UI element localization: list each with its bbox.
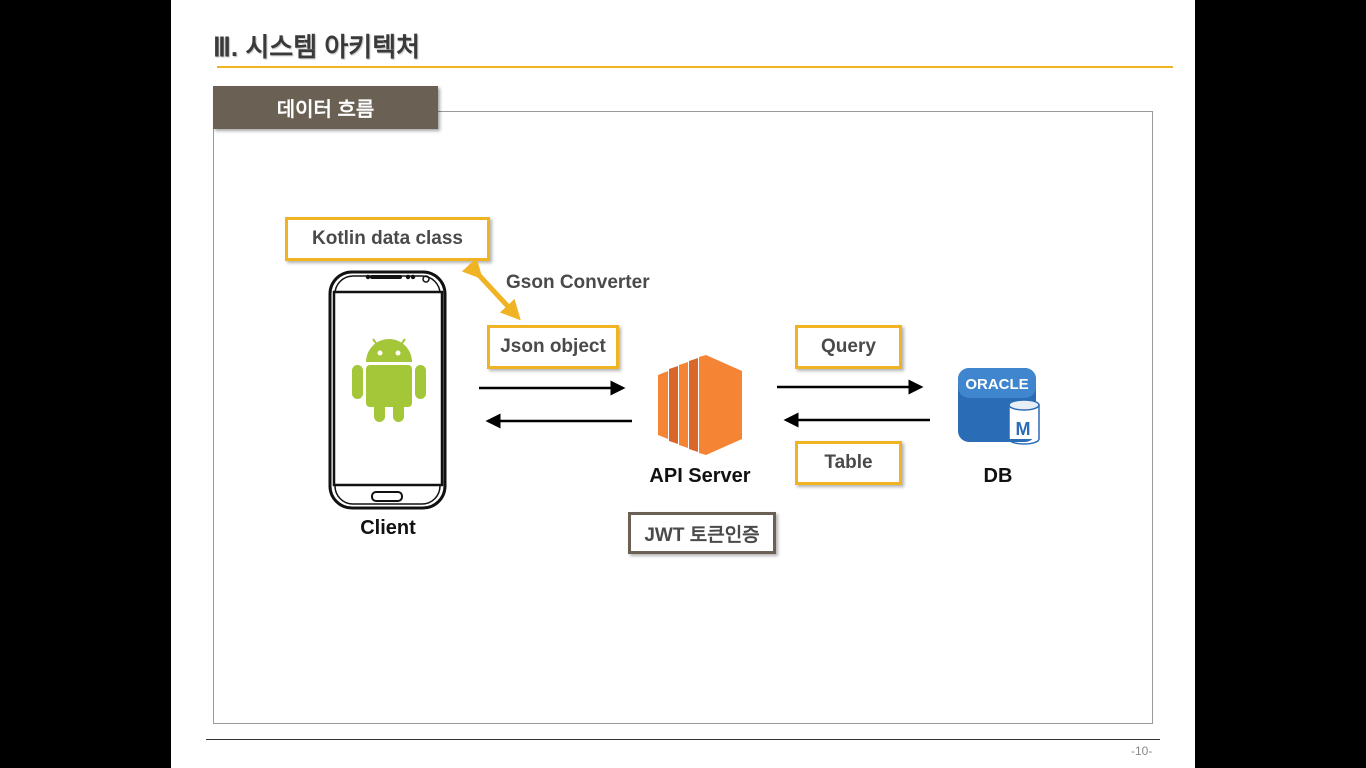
diagram-frame bbox=[213, 111, 1153, 724]
section-label: 데이터 흐름 bbox=[213, 86, 438, 129]
kotlin-data-class-label: Kotlin data class bbox=[285, 217, 490, 261]
query-label: Query bbox=[795, 325, 902, 369]
slide: Ⅲ. 시스템 아키텍처 데이터 흐름 Kotlin data class Gso… bbox=[171, 0, 1195, 768]
android-icon bbox=[352, 338, 426, 422]
client-server-arrows bbox=[479, 379, 930, 429]
json-object-label: Json object bbox=[487, 325, 619, 369]
aws-server-icon bbox=[658, 355, 742, 455]
client-caption: Client bbox=[360, 517, 416, 539]
oracle-logo-text: ORACLE bbox=[965, 376, 1028, 393]
oracle-mark-text: M bbox=[1016, 419, 1031, 439]
page-number: -10- bbox=[1131, 744, 1153, 758]
table-label: Table bbox=[795, 441, 902, 485]
page-title: Ⅲ. 시스템 아키텍처 bbox=[213, 32, 421, 62]
jwt-auth-label: JWT 토큰인증 bbox=[628, 512, 776, 554]
api-server-caption: API Server bbox=[649, 465, 751, 487]
gson-conversion-arrow bbox=[461, 257, 521, 321]
db-caption: DB bbox=[983, 465, 1013, 487]
oracle-db-icon: ORACLE M bbox=[958, 368, 1040, 445]
gson-converter-label: Gson Converter bbox=[506, 272, 650, 293]
title-underline bbox=[217, 66, 1173, 68]
footer-rule bbox=[206, 739, 1160, 740]
